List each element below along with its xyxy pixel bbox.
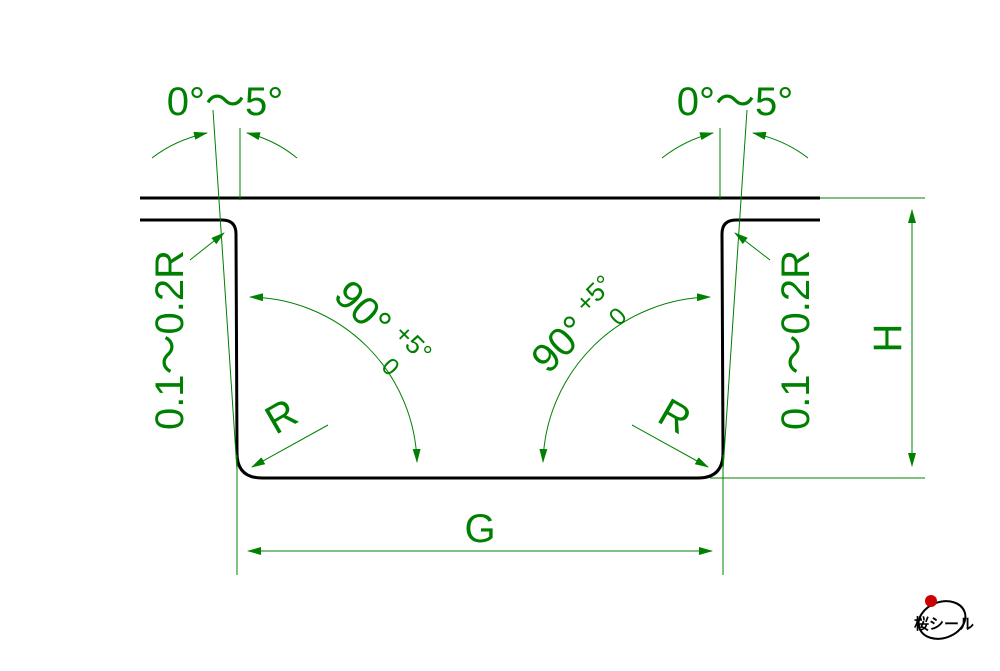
groove-profile [140, 218, 820, 480]
bottom-angle-right-base: 90° [523, 307, 597, 381]
radius-leaders [251, 424, 709, 468]
height-label-h: H [866, 324, 910, 353]
logo-text: 桜シール [914, 615, 974, 633]
radius-left-label: R [258, 390, 305, 443]
bottom-angle-left-base: 90° [326, 272, 400, 346]
bottom-angle-right-label: 90° +5° 0 [523, 269, 633, 381]
radius-right-label: R [651, 390, 698, 443]
corner-radius-right-label: 0.1〜0.2R [774, 250, 818, 430]
bottom-angle-left-label: 90° +5° 0 [326, 272, 438, 382]
corner-radius-left-label: 0.1〜0.2R [148, 250, 192, 430]
width-label-g: G [464, 507, 495, 551]
groove-outline [140, 196, 820, 480]
bottom-angle-left-tol-lower: 0 [376, 353, 405, 382]
extension-lines [212, 109, 925, 575]
dimension-lines [247, 209, 916, 555]
bottom-angle-right-tol-lower: 0 [604, 303, 633, 332]
company-logo: 桜シール [914, 595, 974, 640]
angle-top-right-label: 0°〜5° [677, 80, 793, 124]
bottom-angle-arcs [249, 293, 711, 463]
top-angle-arcs [151, 131, 809, 159]
angle-top-left-label: 0°〜5° [167, 80, 283, 124]
corner-radius-leaders [189, 232, 771, 261]
logo-e-mark [925, 595, 937, 607]
